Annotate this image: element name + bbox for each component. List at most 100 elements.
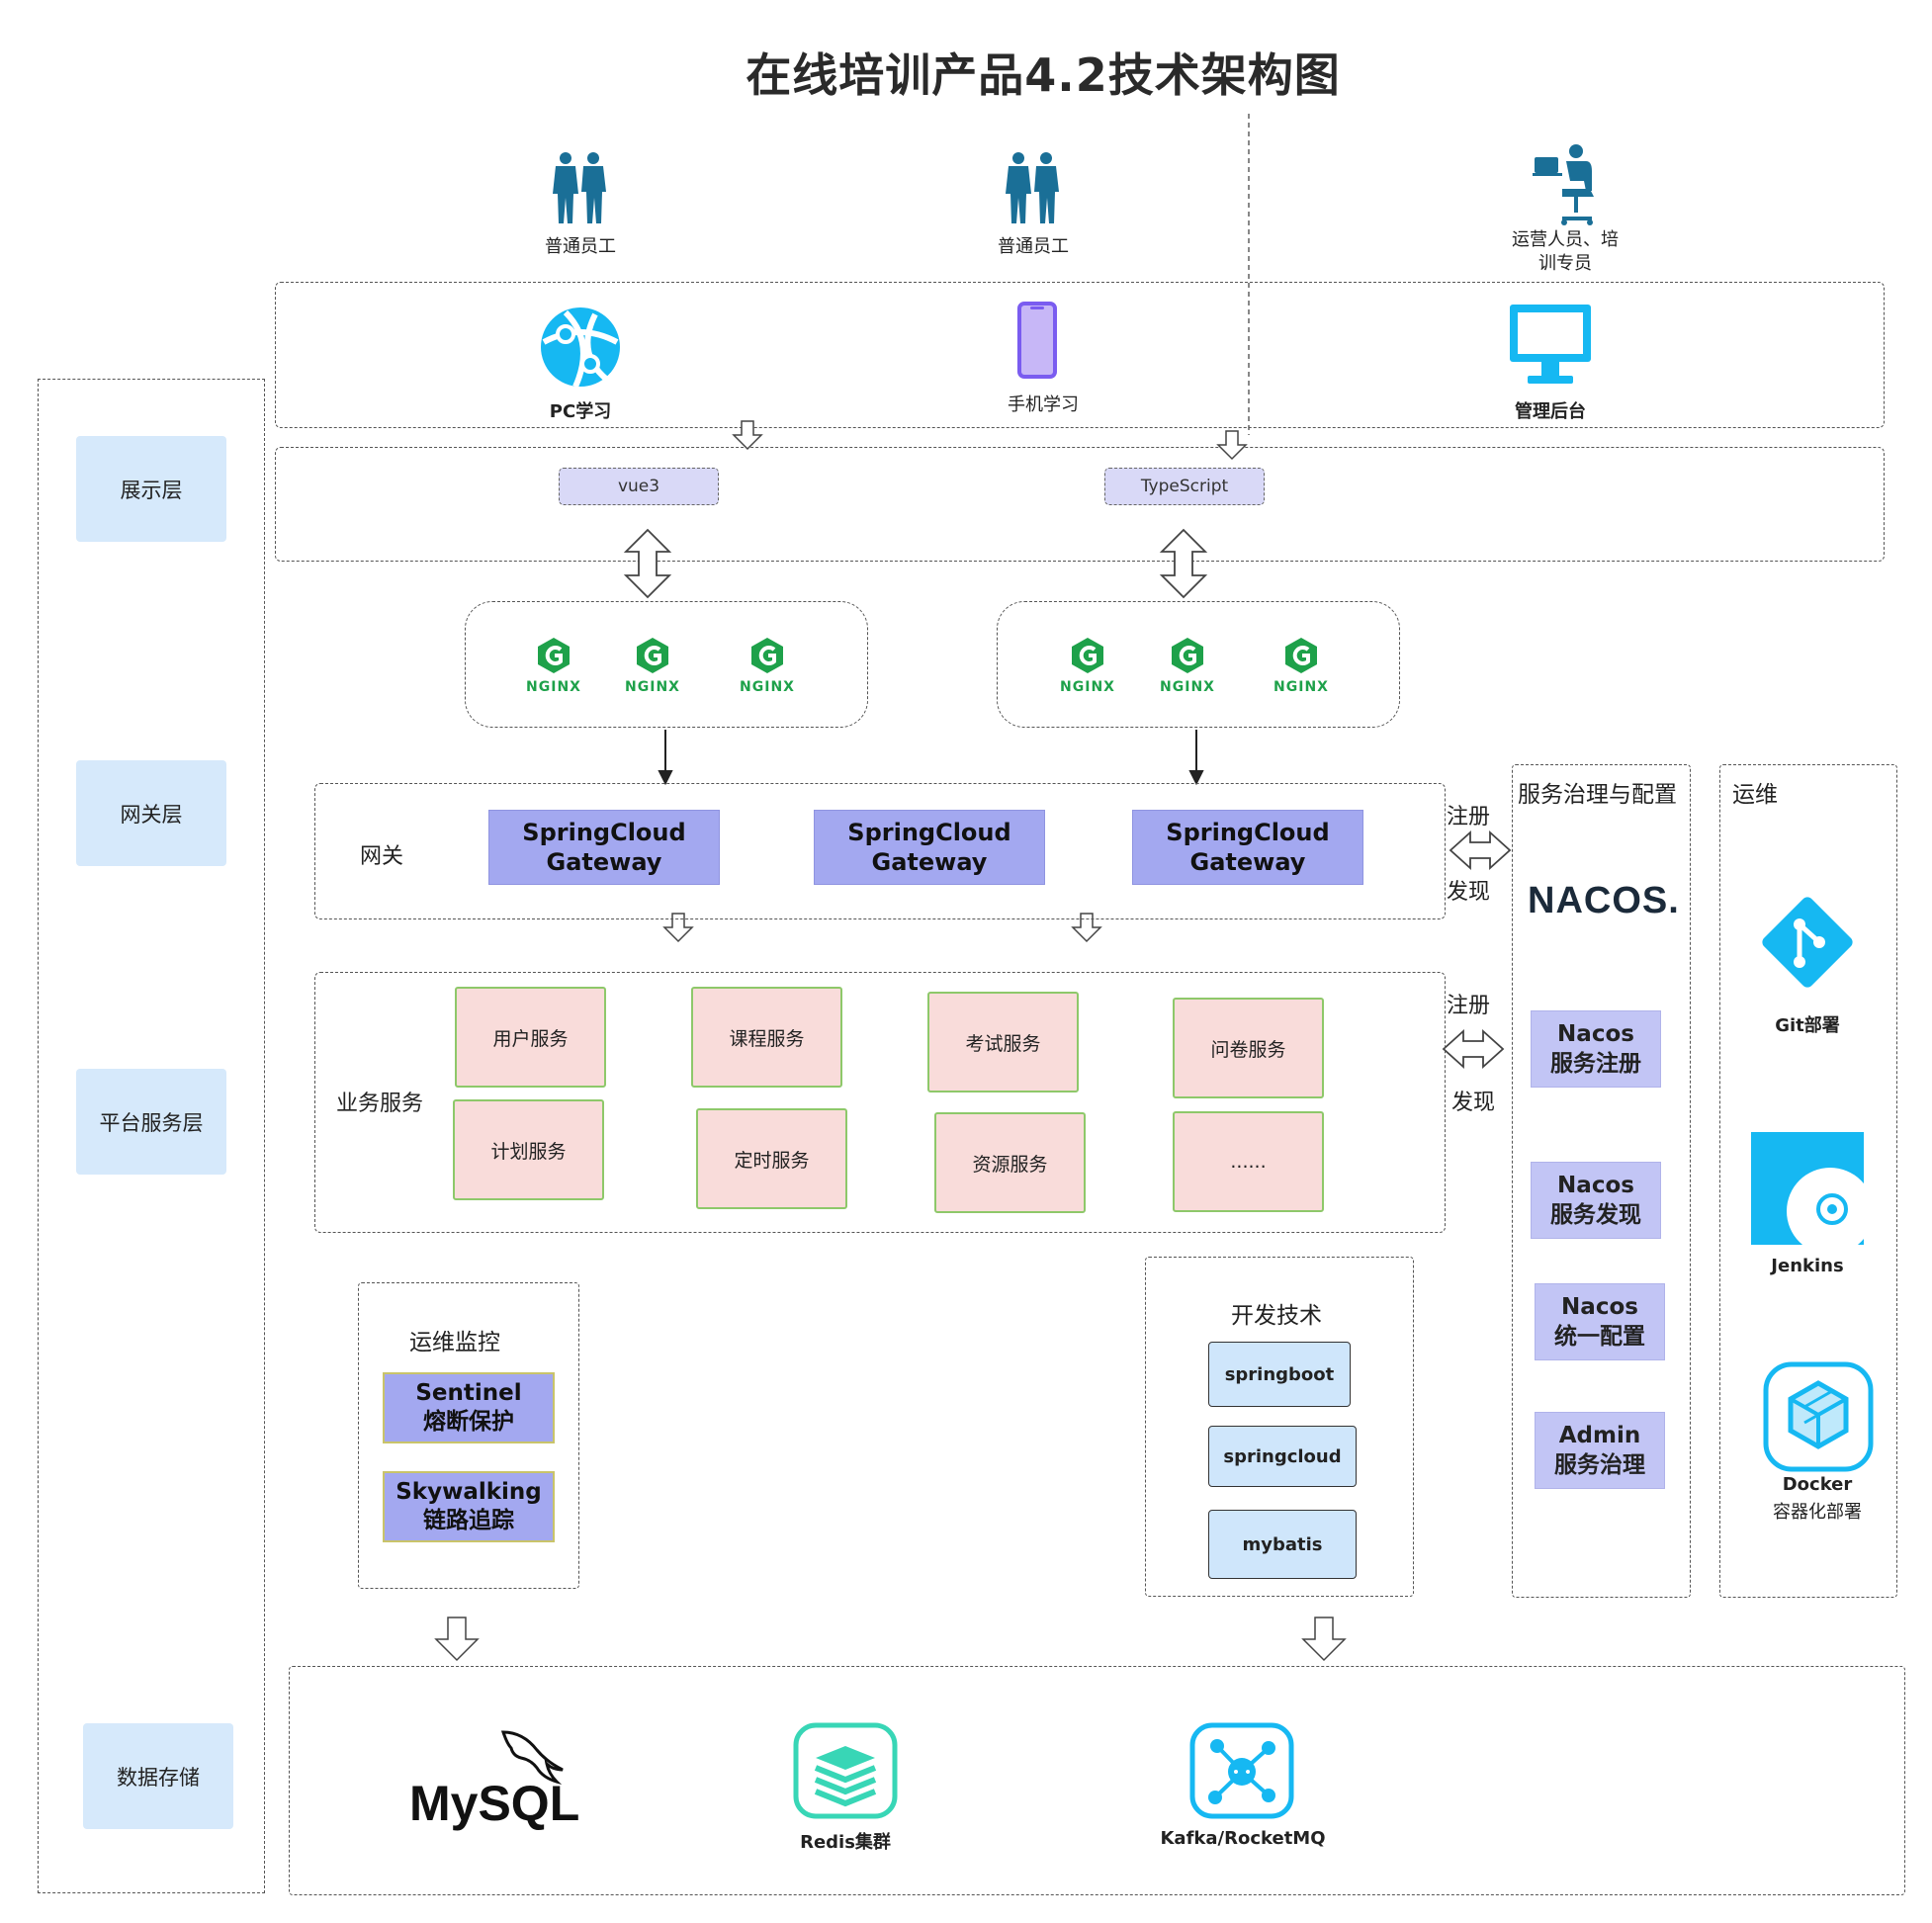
business-container xyxy=(314,972,1446,1233)
monitoring-container xyxy=(358,1282,579,1589)
client-label-pc: PC学习 xyxy=(549,401,612,422)
layer-label-display: 展示层 xyxy=(76,436,226,542)
monitor-icon xyxy=(1508,303,1593,392)
devtech-title: 开发技术 xyxy=(1231,1303,1322,1329)
gateway-line1: SpringCloud xyxy=(522,819,686,846)
arrow-down xyxy=(732,420,763,451)
nginx-logo: NGINX xyxy=(516,636,591,695)
ops-label-docker-line1: Docker xyxy=(1782,1474,1853,1495)
page-title: 在线培训产品4.2技术架构图 xyxy=(746,48,1341,102)
governance-container xyxy=(1512,764,1691,1598)
nginx-logo: NGINX xyxy=(615,636,690,695)
kafka-icon xyxy=(1189,1722,1294,1823)
nacos-config-line1: Nacos xyxy=(1561,1294,1638,1320)
double-arrow-vertical xyxy=(623,528,672,599)
gateway-line1: SpringCloud xyxy=(1166,819,1330,846)
gateway-section-label: 网关 xyxy=(360,844,404,869)
nginx-group-left xyxy=(465,601,868,728)
gateway-line2: Gateway xyxy=(871,848,988,876)
tech-springboot: springboot xyxy=(1208,1342,1351,1407)
arrow-down xyxy=(662,913,694,943)
client-label-mobile: 手机学习 xyxy=(1008,394,1079,415)
admin-governance-box: Admin 服务治理 xyxy=(1535,1412,1665,1489)
mysql-dolphin-icon xyxy=(499,1726,569,1790)
nacos-logo: NACOS. xyxy=(1528,880,1680,921)
admin-governance-line1: Admin xyxy=(1558,1423,1641,1448)
nginx-group-right xyxy=(997,601,1400,728)
service-user: 用户服务 xyxy=(455,987,606,1088)
service-exam: 考试服务 xyxy=(927,992,1079,1093)
jenkins-icon xyxy=(1751,1132,1874,1255)
governance-title: 服务治理与配置 xyxy=(1518,782,1677,808)
client-container xyxy=(275,282,1885,428)
register-label: 注册 xyxy=(1447,805,1491,830)
devtech-container xyxy=(1145,1257,1414,1597)
redis-icon xyxy=(793,1722,898,1823)
nginx-logo: NGINX xyxy=(1150,636,1225,695)
gateway-line2: Gateway xyxy=(1189,848,1306,876)
storage-label-kafka: Kafka/RocketMQ xyxy=(1160,1828,1326,1849)
user-label-2: 普通员工 xyxy=(998,236,1069,257)
skywalking-line1: Skywalking xyxy=(395,1479,542,1505)
service-more: ...... xyxy=(1173,1111,1324,1212)
double-arrow-horizontal xyxy=(1442,1028,1505,1070)
layer-label-storage: 数据存储 xyxy=(83,1723,233,1829)
ops-label-jenkins: Jenkins xyxy=(1771,1256,1844,1276)
nacos-discover-box: Nacos 服务发现 xyxy=(1531,1162,1661,1239)
nginx-logo: NGINX xyxy=(730,636,805,695)
globe-network-icon xyxy=(536,303,625,395)
client-label-admin: 管理后台 xyxy=(1515,401,1586,422)
user-label-1: 普通员工 xyxy=(545,236,616,257)
double-arrow-horizontal xyxy=(1449,830,1512,871)
service-survey: 问卷服务 xyxy=(1173,998,1324,1098)
nacos-register-line1: Nacos xyxy=(1557,1021,1634,1047)
service-scheduled: 定时服务 xyxy=(696,1108,847,1209)
mobile-phone-icon xyxy=(1017,302,1057,383)
service-course: 课程服务 xyxy=(691,987,842,1088)
skywalking-box: Skywalking 链路追踪 xyxy=(383,1471,555,1542)
gateway-line1: SpringCloud xyxy=(847,819,1011,846)
storage-label-redis: Redis集群 xyxy=(800,1832,891,1853)
tech-mybatis: mybatis xyxy=(1208,1510,1357,1579)
admin-governance-line2: 服务治理 xyxy=(1554,1452,1645,1478)
docker-icon xyxy=(1763,1361,1874,1476)
monitoring-title: 运维监控 xyxy=(409,1330,500,1355)
layer-label-gateway: 网关层 xyxy=(76,760,226,866)
arrow-down xyxy=(1216,430,1248,461)
tech-springcloud: springcloud xyxy=(1208,1426,1357,1487)
arrow-down xyxy=(1071,913,1102,943)
gateway-line2: Gateway xyxy=(546,848,662,876)
layer-label-platform: 平台服务层 xyxy=(76,1069,226,1175)
discover-label: 发现 xyxy=(1447,880,1491,905)
nginx-logo: NGINX xyxy=(1050,636,1125,695)
nginx-logo: NGINX xyxy=(1264,636,1339,695)
arrow-down xyxy=(1301,1617,1347,1662)
git-icon xyxy=(1750,885,1865,1004)
skywalking-line2: 链路追踪 xyxy=(423,1508,514,1533)
tech-tag-vue3: vue3 xyxy=(559,468,719,505)
nacos-config-box: Nacos 统一配置 xyxy=(1535,1283,1665,1360)
service-plan: 计划服务 xyxy=(453,1099,604,1200)
service-resource: 资源服务 xyxy=(934,1112,1086,1213)
ops-label-docker-line2: 容器化部署 xyxy=(1773,1502,1862,1523)
nacos-discover-line1: Nacos xyxy=(1557,1173,1634,1198)
layer-column xyxy=(38,379,265,1893)
user-operator-icon xyxy=(1533,143,1598,230)
business-section-label: 业务服务 xyxy=(336,1092,424,1116)
user-label-3-line2: 训专员 xyxy=(1538,253,1592,274)
nacos-config-line2: 统一配置 xyxy=(1554,1324,1645,1350)
sentinel-line1: Sentinel xyxy=(415,1380,522,1406)
mysql-logo: MySQL xyxy=(409,1776,580,1831)
frontend-container xyxy=(275,447,1885,562)
user-label-3-line1: 运营人员、培 xyxy=(1512,229,1619,250)
nacos-discover-line2: 服务发现 xyxy=(1550,1202,1641,1228)
user-employee-icon xyxy=(550,150,611,229)
ops-container xyxy=(1719,764,1897,1598)
sentinel-line2: 熔断保护 xyxy=(423,1409,514,1435)
